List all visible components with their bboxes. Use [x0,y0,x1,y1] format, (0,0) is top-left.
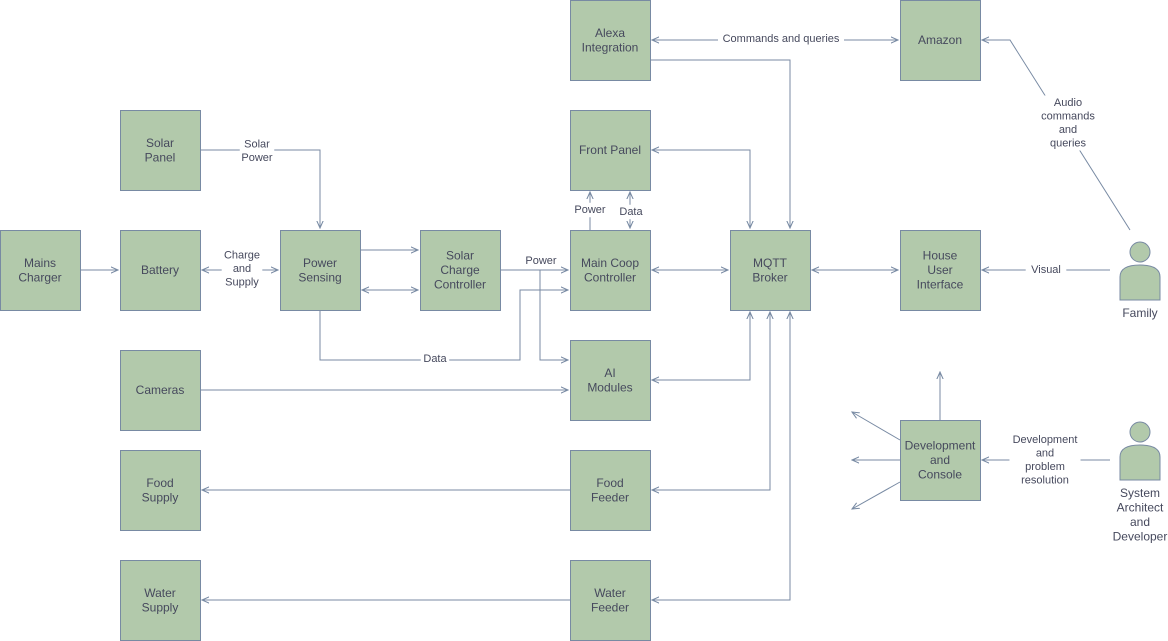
node-box [280,230,361,311]
node-label: Front Panel [579,143,641,157]
node-box [120,350,201,431]
edge-label-data-frontpanel-bg [616,204,646,220]
edge-ai-mqtt [652,312,750,380]
edge-family-amazon [982,40,1131,231]
node-box [570,560,651,641]
node-box [900,230,981,311]
node-box [570,110,651,191]
node-box [0,230,81,311]
node-box [900,0,981,81]
actor-family [1119,241,1161,301]
edge-dev-upleft [852,412,901,441]
edge-mqtt-waterfeeder [652,312,790,600]
edge-dev-downleft [852,481,901,509]
edge-label-data: Data [423,353,447,365]
edge-label-charge-supply-bg [221,248,263,290]
node-label: Cameras [136,383,185,397]
node-box [570,340,651,421]
node-front-panel: Front Panel [570,110,651,191]
node-box [900,420,981,501]
edge-label-commands-bg [718,31,844,47]
node-box [420,230,501,311]
node-box [730,230,811,311]
edge-sensing-coop-data [319,290,568,361]
node-box [120,450,201,531]
edge-label-visual: Visual [1031,264,1061,276]
edge-alexa-mqtt [650,59,790,228]
node-box [570,230,651,311]
edge-label-power-bg [523,253,559,269]
edge-label-commands: Commands and queries [723,33,840,45]
node-box [120,230,201,311]
node-cameras: Cameras [120,350,201,431]
edge-label-power-frontpanel: Power [574,204,606,216]
edge-label-dev-resolution-bg [1009,432,1081,488]
node-amazon: Amazon [900,0,981,81]
edge-label-power-frontpanel-bg [572,202,608,218]
node-battery: Battery [120,230,201,311]
edge-frontpanel-mqtt [652,150,750,228]
actor-architect [1119,421,1161,481]
edge-label-visual-bg [1025,262,1067,278]
actor-label-family: Family [1122,306,1157,320]
node-box [120,110,201,191]
edge-label-audio-bg [1041,95,1095,151]
edge-label-data-frontpanel: Data [619,206,643,218]
node-label: Amazon [918,33,962,47]
edge-power-ai [539,270,568,360]
node-box [570,0,651,81]
node-label: Battery [141,263,179,277]
edge-label-solar-power-bg [239,137,275,165]
edge-mqtt-foodfeeder [652,312,770,490]
edge-label-power: Power [525,255,557,267]
edge-label-data-bg [420,351,450,367]
node-box [570,450,651,531]
